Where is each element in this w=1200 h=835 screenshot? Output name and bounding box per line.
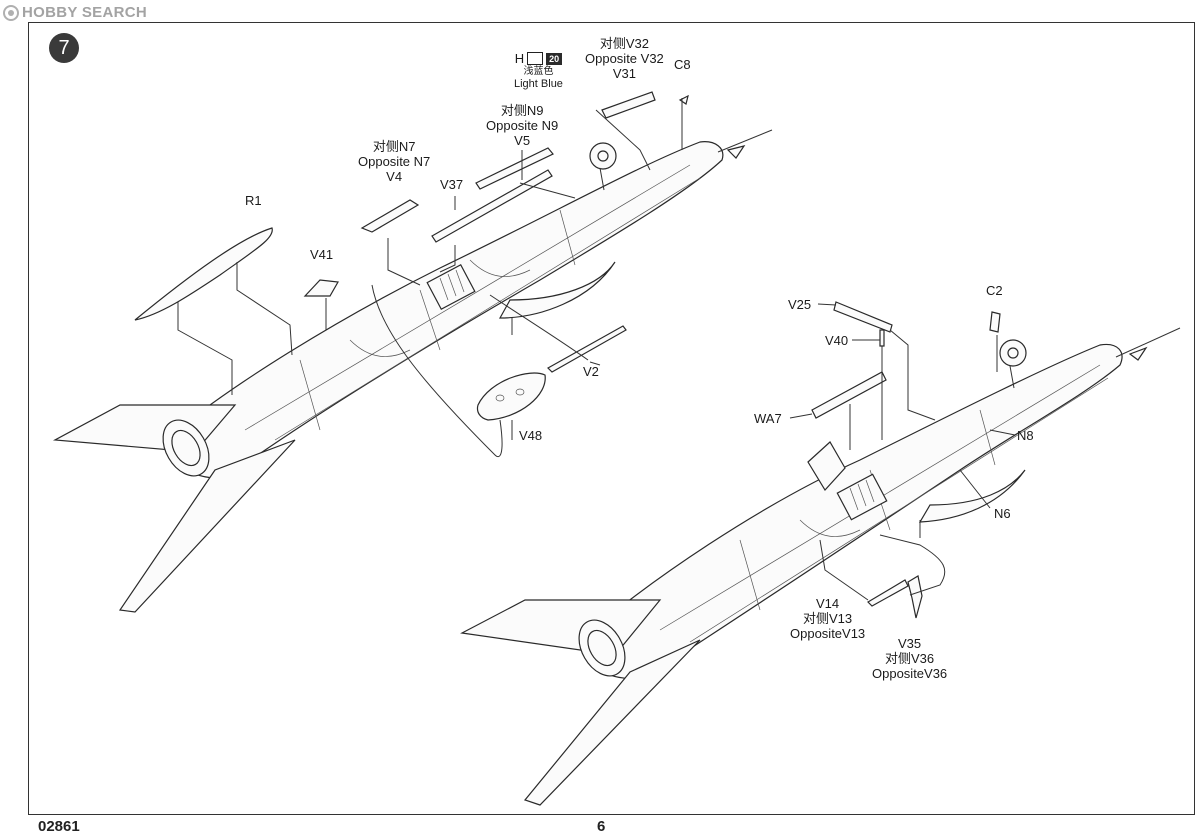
leaders-lower: [789, 303, 1016, 601]
part-v35: [907, 575, 923, 619]
label-v40: V40: [825, 333, 849, 348]
part-v5: [475, 147, 554, 190]
page-number: 6: [597, 818, 606, 835]
aircraft-upper-pitot: [717, 129, 773, 153]
part-v48: [476, 372, 546, 421]
label-v13-en: OppositeV13: [790, 626, 866, 641]
aircraft-lower-gear-leg: [919, 365, 1015, 538]
aircraft-lower-ventral-fin: [918, 469, 1026, 523]
leaders-upper: [177, 98, 683, 458]
label-v37: V37: [440, 177, 464, 192]
label-n7-cn: 对侧N7: [372, 139, 416, 154]
label-c2: C2: [986, 283, 1003, 298]
part-v31: [601, 91, 656, 119]
label-v36-group: V35 对侧V36 OppositeV36: [872, 636, 947, 681]
label-n7-group: 对侧N7 Opposite N7 V4: [358, 139, 430, 184]
aircraft-upper-nose-wheel-hub: [597, 150, 609, 162]
label-v32-cn: 对侧V32: [599, 36, 649, 51]
paint-color-box: [527, 52, 544, 65]
aircraft-upper-wing-bottom: [118, 439, 296, 613]
aircraft-lower: [460, 327, 1181, 806]
label-v32-group: 对侧V32 Opposite V32 V31: [585, 36, 664, 81]
aircraft-lower-pitot-vane: [1128, 346, 1148, 361]
label-v36-en: OppositeV36: [872, 666, 948, 681]
aircraft-lower-pitot: [1115, 327, 1181, 358]
label-wa7: WA7: [754, 411, 782, 426]
part-v2: [547, 325, 627, 373]
aircraft-upper-nozzle-inner: [171, 429, 201, 467]
label-v41: V41: [310, 247, 334, 262]
label-c8: C8: [674, 57, 691, 72]
label-n6: N6: [994, 506, 1011, 521]
kit-code: 02861: [38, 818, 80, 835]
paint-swatch: H 20: [514, 51, 563, 66]
part-v41: [303, 279, 339, 297]
aircraft-upper-gear-leg: [511, 167, 605, 335]
step-number-badge: 7: [49, 33, 79, 63]
label-n8: N8: [1017, 428, 1034, 443]
aircraft-upper-pitot-vane: [726, 145, 746, 159]
label-n7-en: Opposite N7: [358, 154, 431, 169]
paint-callout: H 20 浅蓝色 Light Blue: [514, 51, 563, 90]
label-r1: R1: [245, 193, 262, 208]
parts-lower: [811, 301, 1001, 619]
label-n9-group: 对侧N9 Opposite N9 V5: [486, 103, 558, 148]
part-v4: [360, 199, 420, 233]
part-r1: [134, 227, 273, 321]
label-v14: V14: [816, 596, 840, 611]
page-frame: [28, 22, 1195, 815]
parts-upper: [134, 91, 689, 421]
aircraft-upper-bay-ribs: [439, 269, 465, 301]
aircraft-upper-panel-lines: [244, 164, 701, 441]
aircraft-upper-ventral-fin: [498, 261, 616, 319]
paint-number: 20: [546, 52, 563, 65]
label-v4: V4: [386, 169, 403, 184]
aircraft-lower-bay: [836, 473, 888, 521]
part-v48-holes: [495, 388, 525, 402]
label-v36-cn: 对侧V36: [885, 651, 935, 666]
paint-name-cn: 浅蓝色: [523, 66, 554, 77]
label-v5: V5: [514, 133, 531, 148]
aircraft-lower-nozzle-inner: [587, 629, 617, 667]
label-n9-cn: 对侧N9: [500, 103, 544, 118]
part-v14: [867, 579, 909, 607]
aircraft-upper-bay: [426, 264, 476, 310]
aircraft-lower-nose-wheel-hub: [1007, 347, 1019, 359]
label-v13-group: V14 对侧V13 OppositeV13: [790, 596, 865, 641]
part-c8: [678, 94, 689, 105]
part-c2: [989, 311, 1001, 333]
aircraft-upper: [52, 129, 773, 613]
aircraft-lower-bay-ribs: [849, 479, 875, 511]
label-v2: V2: [583, 364, 599, 379]
label-v48: V48: [519, 428, 543, 443]
paint-name-en: Light Blue: [514, 78, 563, 90]
aircraft-lower-spine: [807, 441, 846, 491]
aircraft-upper-fuselage: [164, 141, 724, 479]
label-v31: V31: [612, 66, 636, 81]
label-v25: V25: [788, 297, 812, 312]
part-v37: [431, 169, 553, 243]
hobbysearch-logo-icon: [3, 4, 19, 21]
aircraft-lower-wing-bottom: [523, 639, 701, 806]
label-v32-en: Opposite V32: [585, 51, 664, 66]
paint-code: H: [514, 51, 525, 66]
label-v13-cn: 对侧V13: [803, 611, 853, 626]
watermark-text: HOBBY SEARCH: [22, 4, 148, 21]
part-wa7: [811, 371, 887, 419]
part-v25: [833, 301, 893, 333]
part-v40: [879, 329, 885, 347]
label-v35: V35: [898, 636, 922, 651]
watermark: HOBBY SEARCH: [3, 4, 147, 21]
label-n9-en: Opposite N9: [486, 118, 559, 133]
